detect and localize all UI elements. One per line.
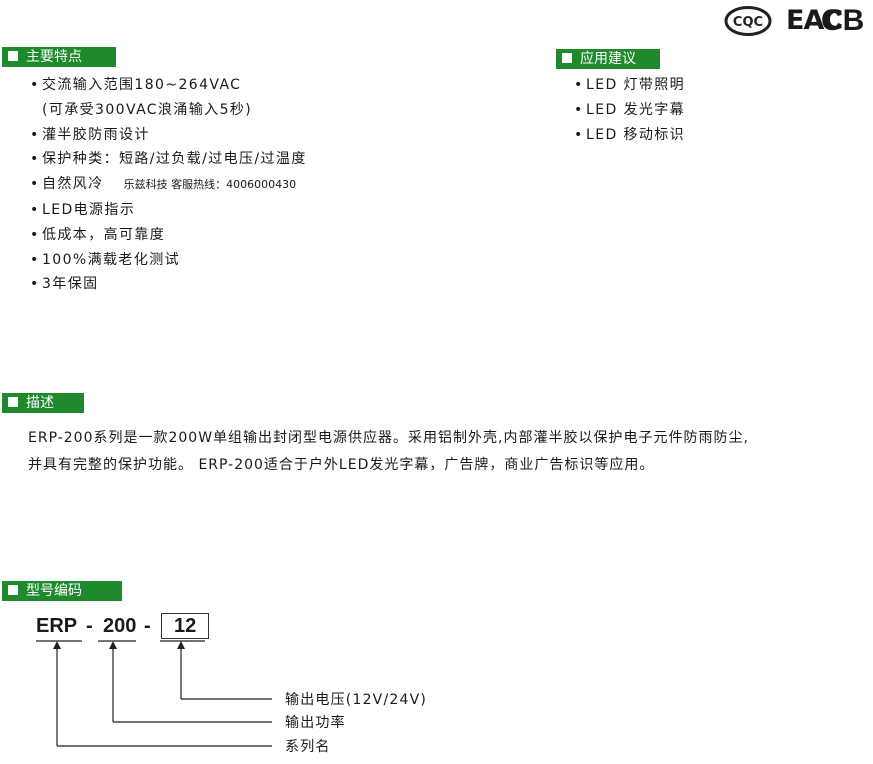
square-icon	[8, 585, 18, 595]
cb-logo: CB	[821, 4, 865, 37]
model-voltage-box: 12	[161, 613, 210, 639]
model-dash: -	[144, 615, 151, 637]
list-item: •灌半胶防雨设计	[30, 126, 150, 143]
description-title: 描述	[26, 395, 54, 411]
list-item: (可承受300VAC浪涌输入5秒)	[42, 101, 253, 118]
description-header: 描述	[2, 393, 84, 413]
list-item: •低成本，高可靠度	[30, 226, 166, 243]
description-line: ERP-200系列是一款200W单组输出封闭型电源供应器。采用铝制外壳,内部灌半…	[28, 430, 749, 446]
list-item: •LED 移动标识	[574, 126, 686, 143]
applications-list: •LED 灯带照明 •LED 发光字幕 •LED 移动标识	[574, 73, 685, 147]
model-code-header: 型号编码	[2, 581, 122, 601]
description-text: ERP-200系列是一款200W单组输出封闭型电源供应器。采用铝制外壳,内部灌半…	[28, 425, 749, 479]
list-item: •保护种类：短路/过负载/过电压/过温度	[30, 151, 307, 168]
square-icon	[562, 53, 572, 63]
list-item: •交流输入范围180~264VAC	[30, 77, 242, 93]
eac-logo: EAC	[786, 5, 843, 36]
model-dash: -	[86, 615, 93, 637]
label-output-power: 输出功率	[285, 715, 346, 731]
features-title: 主要特点	[26, 49, 82, 65]
model-code-title: 型号编码	[26, 583, 82, 599]
applications-title: 应用建议	[580, 51, 636, 67]
features-list: •交流输入范围180~264VAC (可承受300VAC浪涌输入5秒) •灌半胶…	[30, 73, 307, 297]
square-icon	[8, 397, 18, 407]
description-line: 并具有完整的保护功能。 ERP-200适合于户外LED发光字幕，广告牌，商业广告…	[28, 457, 655, 473]
square-icon	[8, 51, 18, 61]
list-item: •3年保固	[30, 276, 99, 293]
svg-text:CQC: CQC	[733, 15, 763, 30]
model-series: ERP	[36, 615, 78, 637]
hotline-note: 乐兹科技 客服热线：4006000430	[123, 178, 297, 192]
model-power: 200	[103, 615, 137, 637]
list-item: •LED电源指示	[30, 201, 136, 218]
features-header: 主要特点	[2, 47, 116, 67]
cqc-logo: CQC	[724, 6, 772, 36]
applications-header: 应用建议	[556, 49, 660, 69]
list-item: •LED 发光字幕	[574, 101, 686, 118]
label-output-voltage: 输出电压(12V/24V)	[285, 692, 428, 708]
label-series-name: 系列名	[285, 739, 331, 755]
list-item: •自然风冷乐兹科技 客服热线：4006000430	[30, 176, 297, 193]
model-voltage: 12	[161, 613, 210, 639]
list-item: •LED 灯带照明	[574, 77, 686, 93]
list-item: •100%满载老化测试	[30, 251, 181, 268]
